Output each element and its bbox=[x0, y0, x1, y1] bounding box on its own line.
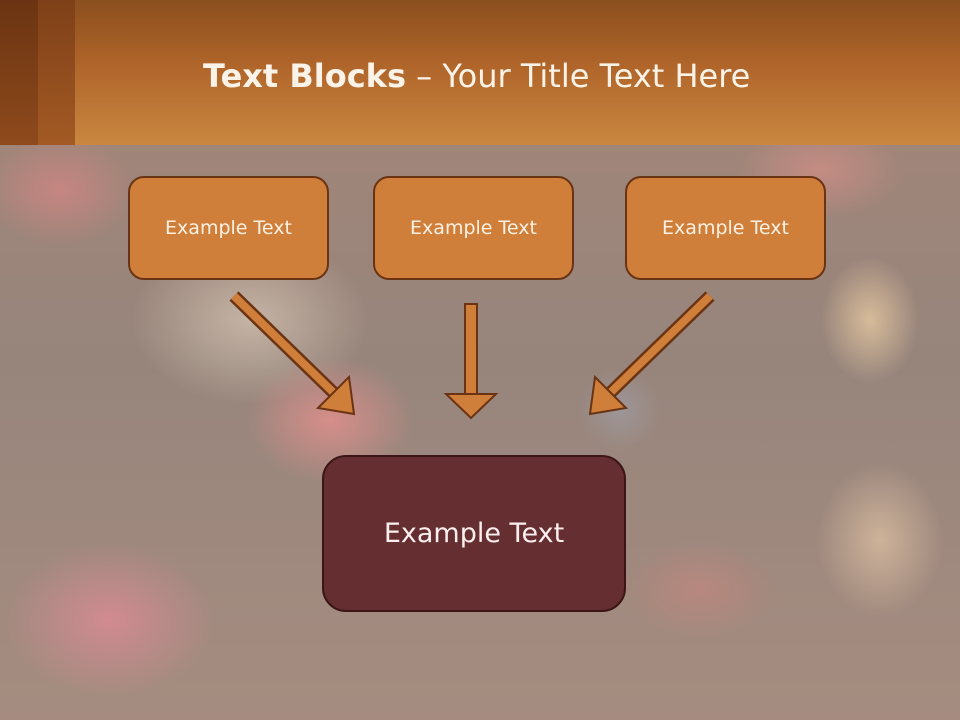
text-block-1[interactable]: Example Text bbox=[128, 176, 329, 280]
arrow-left bbox=[229, 291, 356, 416]
header-accent-dark bbox=[0, 0, 38, 145]
text-block-1-label: Example Text bbox=[165, 217, 292, 239]
text-block-2-label: Example Text bbox=[410, 217, 537, 239]
title-band: Text Blocks – Your Title Text Here bbox=[0, 0, 960, 145]
text-block-3[interactable]: Example Text bbox=[625, 176, 826, 280]
main-text-block-label: Example Text bbox=[383, 518, 565, 549]
title-dash: – bbox=[406, 57, 443, 95]
slide-title[interactable]: Text Blocks – Your Title Text Here bbox=[203, 56, 750, 96]
text-block-3-label: Example Text bbox=[662, 217, 789, 239]
text-block-2[interactable]: Example Text bbox=[373, 176, 574, 280]
title-bold: Text Blocks bbox=[203, 57, 406, 95]
arrow-right bbox=[588, 291, 715, 416]
title-rest: Your Title Text Here bbox=[442, 57, 751, 95]
main-text-block[interactable]: Example Text bbox=[322, 455, 626, 612]
arrow-center bbox=[443, 303, 499, 420]
header-accent-mid bbox=[38, 0, 75, 145]
